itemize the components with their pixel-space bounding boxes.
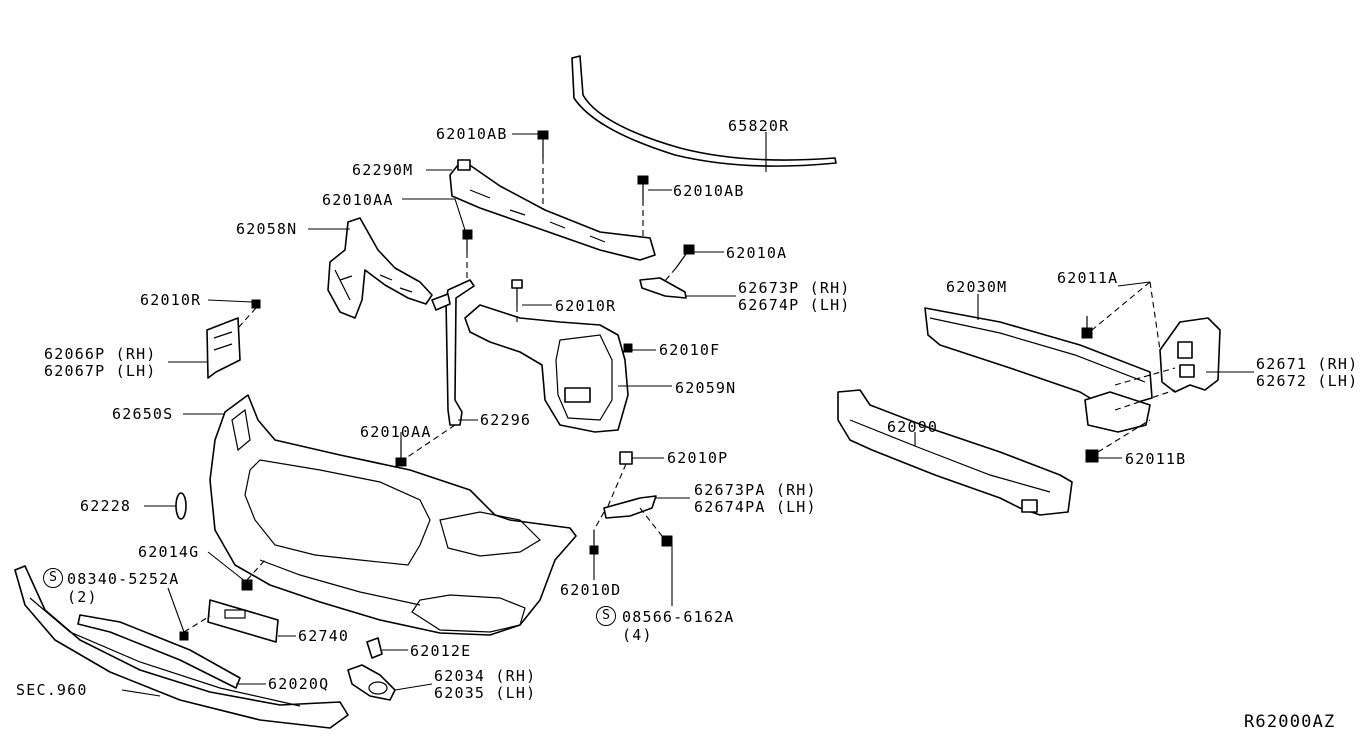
label-62673P: 62673P (RH)	[738, 279, 851, 297]
part-62650S-fascia	[209, 394, 577, 636]
label-SEC960: SEC.960	[16, 681, 88, 699]
part-62020Q-strip	[77, 614, 241, 689]
label-62034: 62034 (RH)	[434, 667, 537, 685]
label-62011B: 62011B	[1125, 450, 1187, 468]
label-62010AA-mid: 62010AA	[360, 423, 432, 441]
part-62066P-bracket	[206, 317, 241, 379]
assembly-lines	[183, 158, 1176, 633]
label-08340-qty: (2)	[67, 588, 98, 606]
label-62058N: 62058N	[236, 220, 298, 238]
screw-symbol-icon: S	[43, 568, 63, 588]
fasteners	[179, 130, 1099, 641]
label-62030M: 62030M	[946, 278, 1008, 296]
label-62010D: 62010D	[560, 581, 622, 599]
diagram-id: R62000AZ	[1244, 712, 1336, 732]
screw-symbol-icon: S	[596, 606, 616, 626]
part-62034-cover	[347, 664, 396, 701]
label-62012E: 62012E	[410, 642, 472, 660]
label-62740: 62740	[298, 627, 350, 645]
part-SEC960-spoiler	[14, 565, 349, 729]
label-62296: 62296	[480, 411, 532, 429]
part-62228-plug	[175, 492, 187, 520]
label-08340-5252A: 08340-5252A	[67, 570, 180, 588]
part-62058N-side-bracket	[327, 217, 433, 319]
part-62671-stay	[1084, 317, 1221, 433]
label-62066P: 62066P (RH)	[44, 345, 157, 363]
part-62090-absorber	[837, 389, 1073, 516]
label-62010AB-top: 62010AB	[436, 125, 508, 143]
leader-lines	[121, 133, 1254, 697]
label-62059N: 62059N	[675, 379, 737, 397]
label-62674P: 62674P (LH)	[738, 296, 851, 314]
part-62673PA-bracket	[603, 495, 657, 519]
label-62035: 62035 (LH)	[434, 684, 537, 702]
label-62673PA: 62673PA (RH)	[694, 481, 817, 499]
label-62010P: 62010P	[667, 449, 729, 467]
label-62011A: 62011A	[1057, 269, 1119, 287]
label-62674PA: 62674PA (LH)	[694, 498, 817, 516]
label-62290M: 62290M	[352, 161, 414, 179]
label-62090: 62090	[887, 418, 939, 436]
label-62010AA-top: 62010AA	[322, 191, 394, 209]
label-62010AB-right: 62010AB	[673, 182, 745, 200]
label-62067P: 62067P (LH)	[44, 362, 157, 380]
label-62672: 62672 (LH)	[1256, 372, 1359, 390]
label-62228: 62228	[80, 497, 132, 515]
part-62740-license-bracket	[207, 599, 279, 643]
label-62010R-left: 62010R	[140, 291, 202, 309]
part-62296-stay	[431, 279, 475, 426]
label-62014G: 62014G	[138, 543, 200, 561]
part-65820R-seal	[571, 55, 837, 172]
part-62673P-clip	[639, 277, 687, 299]
label-62010R-mid: 62010R	[555, 297, 617, 315]
label-62010F: 62010F	[659, 341, 721, 359]
part-62290M-upper-retainer	[449, 159, 656, 261]
part-62059N-side-bracket	[464, 304, 629, 433]
label-62650S: 62650S	[112, 405, 174, 423]
part-62012E-clip	[366, 637, 383, 659]
label-62671: 62671 (RH)	[1256, 355, 1359, 373]
label-08566-6162A: 08566-6162A	[622, 608, 735, 626]
label-65820R: 65820R	[728, 117, 790, 135]
label-62020Q: 62020Q	[268, 675, 330, 693]
label-62010A: 62010A	[726, 244, 788, 262]
label-08566-qty: (4)	[622, 626, 653, 644]
